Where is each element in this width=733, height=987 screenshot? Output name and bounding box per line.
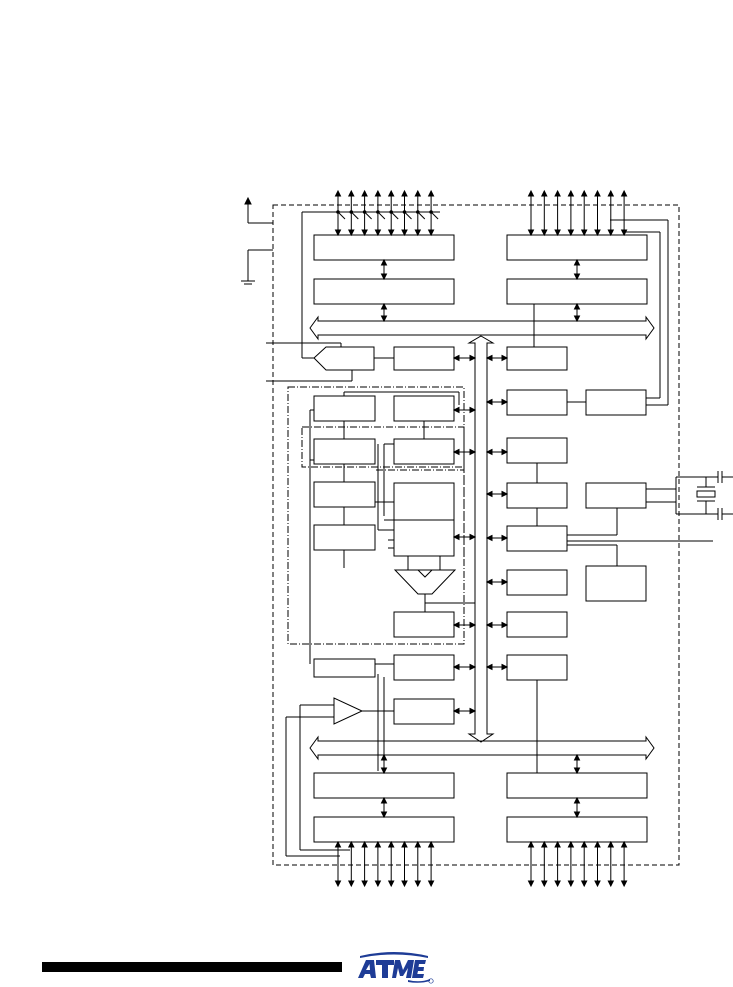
- data-bus-bottom: [309, 735, 655, 761]
- program-counter: [313, 395, 376, 422]
- port-register-bottom-left: [313, 772, 455, 799]
- block-r-spi: [585, 389, 647, 416]
- block-r1: [393, 346, 455, 371]
- crystal-oscillator: [675, 471, 733, 520]
- stack-pointer: [393, 395, 455, 422]
- instruction-decoder: [313, 524, 376, 551]
- port-pins-top-right: [527, 189, 628, 237]
- peripheral-connections: [536, 219, 713, 773]
- port-register-bottom-right: [506, 772, 648, 799]
- port-drivers-top-right: [506, 234, 648, 261]
- footer-bar: [42, 962, 342, 972]
- port-drivers-bottom-left: [313, 816, 455, 843]
- analog-comparator: [333, 697, 364, 725]
- comparator-mux: [313, 346, 375, 371]
- block-r-timer: [506, 346, 568, 371]
- atmel-logo-icon: [358, 952, 434, 984]
- port-connectors: [383, 260, 578, 817]
- cpu-connections: [309, 391, 475, 664]
- block-r-reset: [585, 565, 647, 602]
- port-pins-bottom-right: [527, 840, 628, 888]
- port-drivers-bottom-right: [506, 816, 648, 843]
- timing-control: [506, 525, 568, 552]
- block-r-uart: [506, 389, 568, 416]
- sram: [393, 438, 455, 465]
- block-r-eeprom: [506, 437, 568, 464]
- chip-boundary: [272, 204, 680, 866]
- block-r-watchdog: [506, 611, 568, 638]
- cpu-boundary-alu: [376, 469, 465, 562]
- cpu-boundary-inner: [301, 426, 465, 468]
- alu: [393, 569, 457, 595]
- data-bus-top: [309, 315, 655, 341]
- block-r-control: [506, 482, 568, 509]
- port-register-top-left: [313, 278, 455, 305]
- oscillator: [585, 482, 647, 509]
- bus-stubs: [380, 258, 581, 819]
- data-bus-vertical: [467, 335, 495, 743]
- port-drivers-top-left: [313, 234, 455, 261]
- power-pins: [241, 196, 273, 285]
- block-r-adc: [506, 654, 568, 681]
- port-pins-bottom-left: [334, 840, 435, 888]
- program-flash: [313, 438, 376, 465]
- instruction-register: [313, 481, 376, 508]
- block-l8: [393, 698, 455, 725]
- analog-comparator-mux: [313, 658, 376, 678]
- port-pins-top-left: [334, 189, 439, 237]
- port-register-top-right: [506, 278, 648, 305]
- block-l7: [393, 654, 455, 681]
- cpu-boundary-outer: [287, 386, 465, 645]
- block-r-interrupt: [506, 569, 568, 596]
- status-register: [393, 611, 455, 638]
